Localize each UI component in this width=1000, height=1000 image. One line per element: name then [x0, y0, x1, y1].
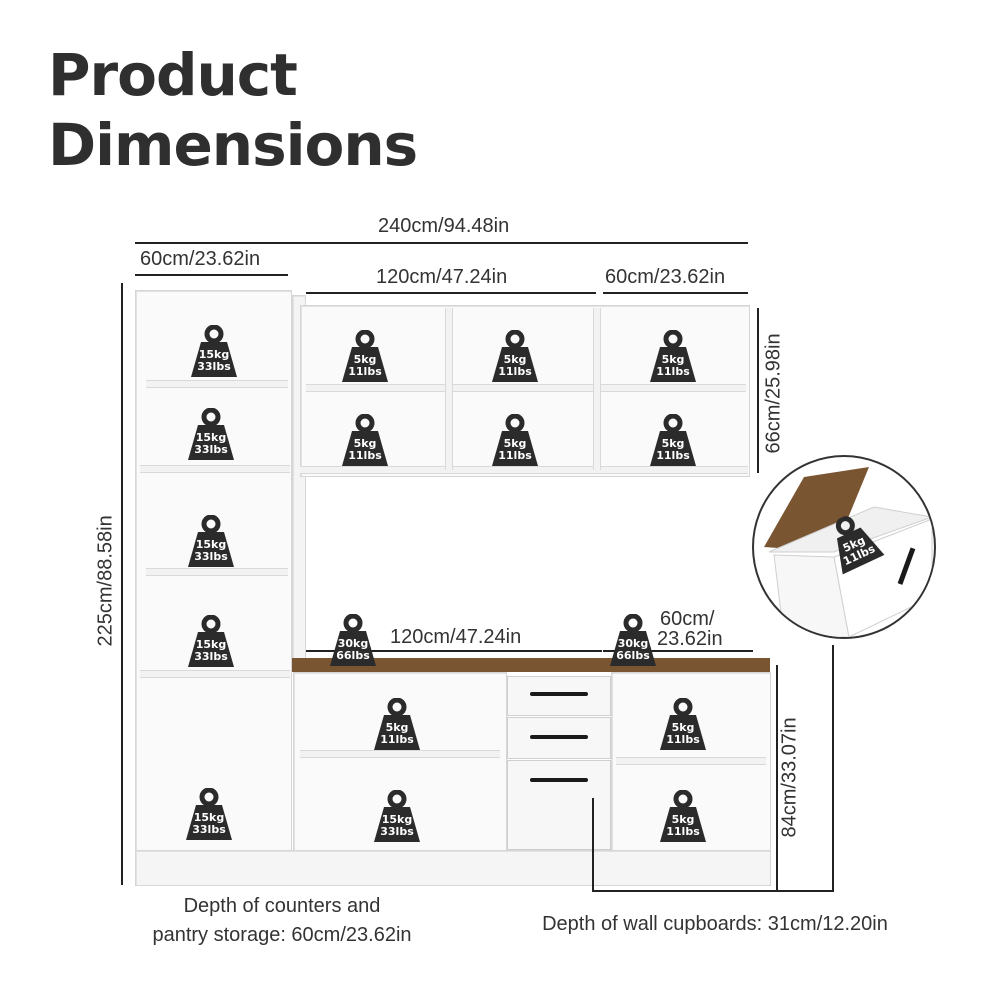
counter-right-width-line: [603, 650, 753, 652]
callout-line: [592, 890, 834, 892]
weight-lbs-label: 33lbs: [197, 360, 231, 373]
pantry-shelf: [140, 670, 290, 678]
total-height-label: 225cm/88.58in: [94, 515, 117, 647]
pantry-shelf: [146, 380, 288, 388]
wall-left-width-label: 120cm/47.24in: [376, 266, 508, 288]
weight-lbs-label: 11lbs: [348, 365, 382, 378]
wall-right-width-line: [603, 292, 748, 294]
pantry-shelf: [140, 465, 290, 473]
weight-kg-label: 30kg: [617, 637, 649, 650]
weight-kg-label: 15kg: [198, 348, 230, 361]
weight-lbs-label: 11lbs: [666, 825, 700, 838]
counter-left-width-label: 120cm/47.24in: [390, 626, 522, 648]
weight-kg-label: 5kg: [671, 813, 695, 826]
wall-right-width-label: 60cm/23.62in: [605, 266, 726, 288]
weight-kg-label: 15kg: [195, 538, 227, 551]
weight-kg-label: 15kg: [381, 813, 413, 826]
total-width-label: 240cm/94.48in: [378, 215, 510, 237]
weight-kg-label: 5kg: [503, 437, 527, 450]
weight-kg-label: 5kg: [671, 721, 695, 734]
weight-lbs-label: 11lbs: [498, 449, 532, 462]
base-shelf: [300, 750, 500, 758]
wall-divider: [593, 308, 601, 470]
counter-height-label: 84cm/33.07in: [778, 717, 801, 838]
base-shelf: [616, 757, 766, 765]
wall-height-line: [757, 308, 759, 473]
drawer-handle[interactable]: [530, 778, 588, 782]
weight-kg-label: 5kg: [385, 721, 409, 734]
drawer-top[interactable]: [507, 676, 611, 716]
title-line-2: Dimensions: [48, 111, 418, 179]
weight-kg-label: 5kg: [353, 437, 377, 450]
weight-lbs-label: 33lbs: [380, 825, 414, 838]
weight-kg-label: 30kg: [337, 637, 369, 650]
weight-lbs-label: 66lbs: [336, 649, 370, 662]
weight-kg-label: 15kg: [193, 811, 225, 824]
wall-left-width-line: [306, 292, 596, 294]
drawer-handle[interactable]: [530, 735, 588, 739]
weight-kg-label: 15kg: [195, 431, 227, 444]
counter-left-width-line: [306, 650, 602, 652]
weight-lbs-label: 66lbs: [616, 649, 650, 662]
weight-kg-label: 15kg: [195, 638, 227, 651]
callout-line: [592, 798, 594, 892]
weight-lbs-label: 11lbs: [656, 365, 690, 378]
wall-shelf: [306, 384, 746, 392]
wall-divider: [445, 308, 453, 470]
weight-kg-label: 5kg: [503, 353, 527, 366]
drawer-bottom[interactable]: [507, 760, 611, 850]
pantry-width-label: 60cm/23.62in: [140, 248, 261, 270]
weight-lbs-label: 11lbs: [348, 449, 382, 462]
wall-depth-note: Depth of wall cupboards: 31cm/12.20in: [542, 913, 888, 935]
weight-lbs-label: 33lbs: [194, 550, 228, 563]
plinth: [135, 850, 771, 886]
weight-lbs-label: 11lbs: [380, 733, 414, 746]
page-title: Product Dimensions: [48, 40, 418, 180]
title-line-1: Product: [48, 41, 298, 109]
wall-shelf: [300, 466, 748, 474]
callout-line: [832, 645, 834, 892]
weight-kg-label: 5kg: [661, 353, 685, 366]
weight-kg-label: 5kg: [661, 437, 685, 450]
pantry-shelf: [146, 568, 288, 576]
weight-kg-label: 5kg: [353, 353, 377, 366]
drawer-handle[interactable]: [530, 692, 588, 696]
weight-lbs-label: 33lbs: [192, 823, 226, 836]
counter-height-line: [776, 665, 778, 890]
counter-depth-note: Depth of counters and pantry storage: 60…: [128, 892, 436, 950]
total-height-line: [121, 283, 123, 885]
weight-lbs-label: 33lbs: [194, 650, 228, 663]
weight-lbs-label: 33lbs: [194, 443, 228, 456]
weight-lbs-label: 11lbs: [666, 733, 700, 746]
pantry-width-line: [135, 274, 288, 276]
weight-lbs-label: 11lbs: [656, 449, 690, 462]
wall-height-label: 66cm/25.98in: [762, 333, 785, 454]
counter-depth-note-line-2: pantry storage: 60cm/23.62in: [152, 924, 412, 946]
counter-depth-note-line-1: Depth of counters and: [183, 895, 381, 917]
counter-right-width-label-2: 23.62in: [657, 628, 723, 650]
counter-right-width-label-1: 60cm/: [660, 608, 715, 630]
total-width-line: [135, 242, 748, 244]
weight-lbs-label: 11lbs: [498, 365, 532, 378]
